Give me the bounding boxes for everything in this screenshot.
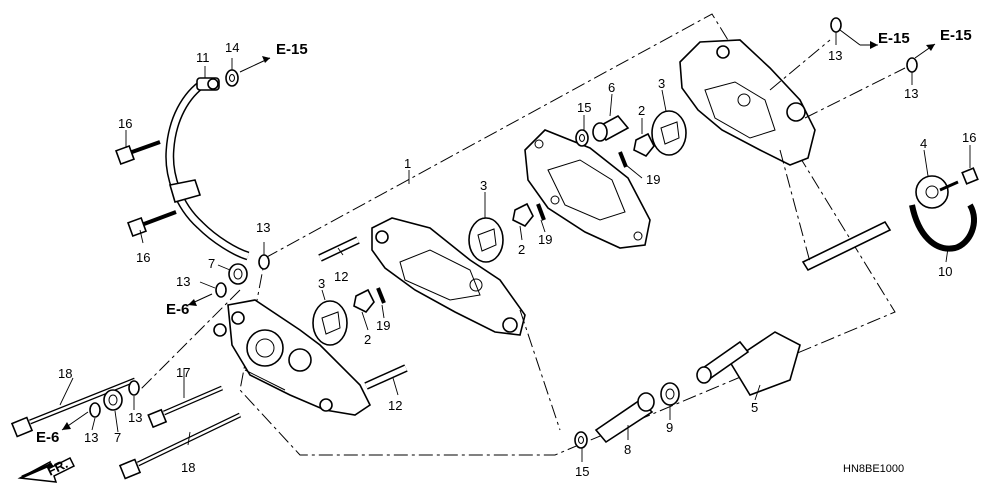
- callout-1: 1: [404, 156, 411, 171]
- ref-e15-left: E-15: [276, 41, 308, 58]
- collar-7-upper[interactable]: [228, 263, 248, 285]
- callout-16a: 16: [118, 116, 132, 131]
- callout-13c: 13: [84, 430, 98, 445]
- callout-17: 17: [176, 365, 190, 380]
- callout-2b: 2: [364, 332, 371, 347]
- callout-13d: 13: [128, 410, 142, 425]
- callout-13e: 13: [828, 48, 842, 63]
- callout-8: 8: [624, 442, 631, 457]
- callout-15b: 15: [575, 464, 589, 479]
- long-bolt-18-upper[interactable]: [10, 377, 136, 438]
- outer-rotor-middle[interactable]: [468, 217, 504, 263]
- outer-rotor-rear[interactable]: [651, 110, 687, 156]
- callout-18b: 18: [181, 460, 195, 475]
- washer-15-lower[interactable]: [574, 431, 588, 449]
- pump-rear-housing[interactable]: [679, 39, 816, 166]
- inner-rotor-front[interactable]: [353, 288, 375, 314]
- callout-13f: 13: [904, 86, 918, 101]
- callout-6: 6: [608, 80, 615, 95]
- callout-15a: 15: [577, 100, 591, 115]
- bolt-16-right[interactable]: [939, 167, 979, 192]
- separator-plate[interactable]: [524, 129, 651, 249]
- washer-13-lower-b[interactable]: [128, 380, 140, 396]
- outer-rotor-front[interactable]: [312, 300, 348, 346]
- bolt-upper-left[interactable]: [115, 140, 161, 165]
- drive-sprocket[interactable]: [915, 175, 949, 209]
- callout-13a: 13: [256, 220, 270, 235]
- pin-19-rear[interactable]: [618, 151, 628, 168]
- collar-7-lower[interactable]: [103, 389, 123, 411]
- callout-3a: 3: [480, 178, 487, 193]
- dowel-12-lower[interactable]: [364, 364, 408, 390]
- callout-3c: 3: [658, 76, 665, 91]
- callout-3b: 3: [318, 276, 325, 291]
- oil-strainer[interactable]: [696, 331, 801, 396]
- callout-16c: 16: [962, 130, 976, 145]
- callout-5: 5: [751, 400, 758, 415]
- washer-15-upper[interactable]: [575, 129, 589, 147]
- leader-lines: [59, 29, 971, 462]
- callout-19a: 19: [538, 232, 552, 247]
- ref-e15-right: E-15: [940, 27, 972, 44]
- pin-19-front[interactable]: [376, 287, 386, 304]
- callout-12b: 12: [388, 398, 402, 413]
- oil-pipe-8[interactable]: [594, 392, 655, 444]
- callout-16b: 16: [136, 250, 150, 265]
- callout-14: 14: [225, 40, 239, 55]
- callout-4: 4: [920, 136, 927, 151]
- ref-e6-lower: E-6: [36, 429, 59, 446]
- callout-12a: 12: [334, 269, 348, 284]
- callout-7b: 7: [114, 430, 121, 445]
- callout-13b: 13: [176, 274, 190, 289]
- bolt-17[interactable]: [147, 385, 223, 429]
- washer-13-lower-a[interactable]: [89, 402, 101, 418]
- callout-2a: 2: [518, 242, 525, 257]
- washer-13-upper[interactable]: [215, 282, 227, 298]
- inner-rotor-middle[interactable]: [512, 202, 534, 228]
- ref-e15-mid: E-15: [878, 30, 910, 47]
- collar-6[interactable]: [592, 114, 630, 142]
- pump-body-middle[interactable]: [371, 217, 526, 336]
- washer-13-e15-a[interactable]: [830, 17, 842, 33]
- collar-9[interactable]: [660, 382, 680, 406]
- pin-19-middle[interactable]: [536, 203, 546, 221]
- washer-14[interactable]: [225, 69, 239, 87]
- washer-13-e15-b[interactable]: [906, 57, 918, 73]
- reference-labels: E-15 E-15 E-15 E-6 E-6: [36, 27, 972, 446]
- bolt-lower-left[interactable]: [127, 210, 177, 237]
- callout-19c: 19: [646, 172, 660, 187]
- callout-9: 9: [666, 420, 673, 435]
- callout-10: 10: [938, 264, 952, 279]
- pump-shaft[interactable]: [801, 220, 892, 272]
- oil-pipe[interactable]: [165, 77, 250, 261]
- drawing-code: HN8BE1000: [843, 463, 904, 475]
- ref-e6-upper: E-6: [166, 301, 189, 318]
- assembly-boundary: [239, 13, 896, 456]
- drive-chain[interactable]: [909, 203, 977, 252]
- pump-front-cover[interactable]: [213, 299, 372, 416]
- callout-19b: 19: [376, 318, 390, 333]
- callouts: 1 2 2 2 3 3 3 4 5 6 7 7 8 9 10 11 12 12 …: [58, 40, 976, 479]
- callout-2c: 2: [638, 103, 645, 118]
- inner-rotor-rear[interactable]: [633, 132, 655, 158]
- callout-7a: 7: [208, 256, 215, 271]
- washer-13-top[interactable]: [258, 254, 270, 270]
- front-direction-arrow: [17, 456, 76, 483]
- callout-18a: 18: [58, 366, 72, 381]
- callout-11: 11: [196, 50, 210, 65]
